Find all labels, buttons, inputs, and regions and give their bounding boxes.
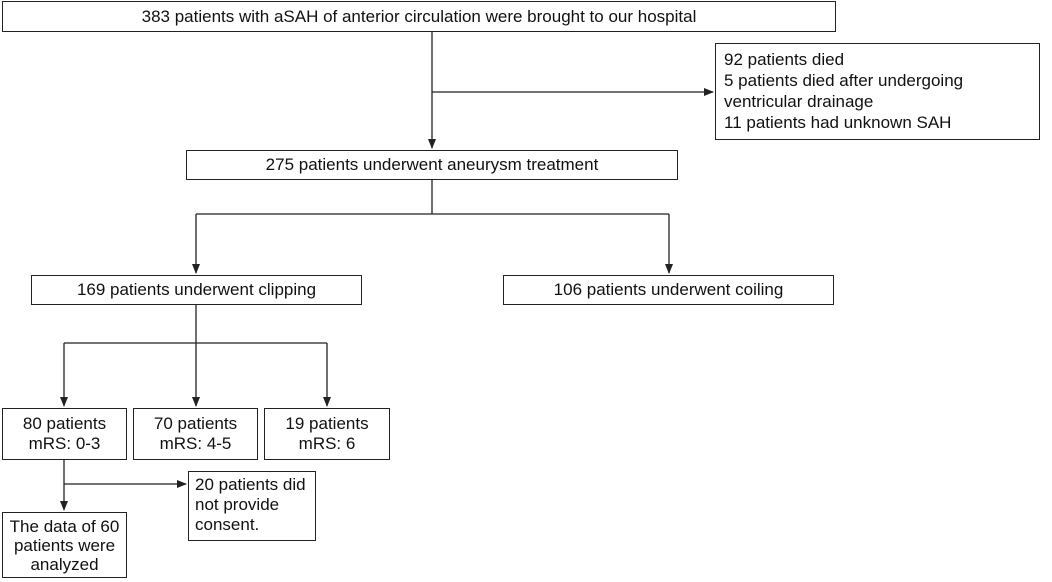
mrs-0-3-line-2: mRS: 0-3 [28,434,101,453]
admitted-box: 383 patients with aSAH of anterior circu… [2,1,836,32]
analyzed-line-3: analyzed [30,554,99,574]
mrs-0-3-line-1: 80 patients [22,414,107,433]
mrs-4-5-line-2: mRS: 4-5 [159,434,232,453]
analyzed-line-2: patients were [13,535,116,555]
coiling-box: 106 patients underwent coiling [503,275,834,305]
excluded-line-2: 5 patients died after undergoing [724,71,964,90]
treated-box: 275 patients underwent aneurysm treatmen… [186,150,678,180]
excluded-line-4: 11 patients had unknown SAH [724,113,952,132]
analyzed-box: The data of 60 patients were analyzed [2,512,127,578]
clipping-box: 169 patients underwent clipping [31,275,362,305]
admitted-text: 383 patients with aSAH of anterior circu… [141,6,697,26]
no-consent-line-3: consent. [195,515,260,534]
treated-text: 275 patients underwent aneurysm treatmen… [265,155,599,174]
mrs-6-line-1: 19 patients [285,414,369,433]
excluded-line-1: 92 patients died [724,50,845,69]
mrs-4-5-box: 70 patients mRS: 4-5 [133,408,258,460]
mrs-6-box: 19 patients mRS: 6 [264,408,390,460]
excluded-line-3: ventricular drainage [724,92,874,111]
clipping-text: 169 patients underwent clipping [76,280,317,299]
mrs-4-5-line-1: 70 patients [153,414,238,433]
no-consent-box: 20 patients did not provide consent. [188,471,316,541]
mrs-6-line-2: mRS: 6 [298,434,356,453]
coiling-text: 106 patients underwent coiling [553,280,784,299]
no-consent-line-1: 20 patients did [195,475,306,494]
analyzed-line-1: The data of 60 [9,516,120,536]
no-consent-line-2: not provide [195,495,280,514]
excluded-box: 92 patients died 5 patients died after u… [715,43,1040,140]
mrs-0-3-box: 80 patients mRS: 0-3 [2,408,127,460]
